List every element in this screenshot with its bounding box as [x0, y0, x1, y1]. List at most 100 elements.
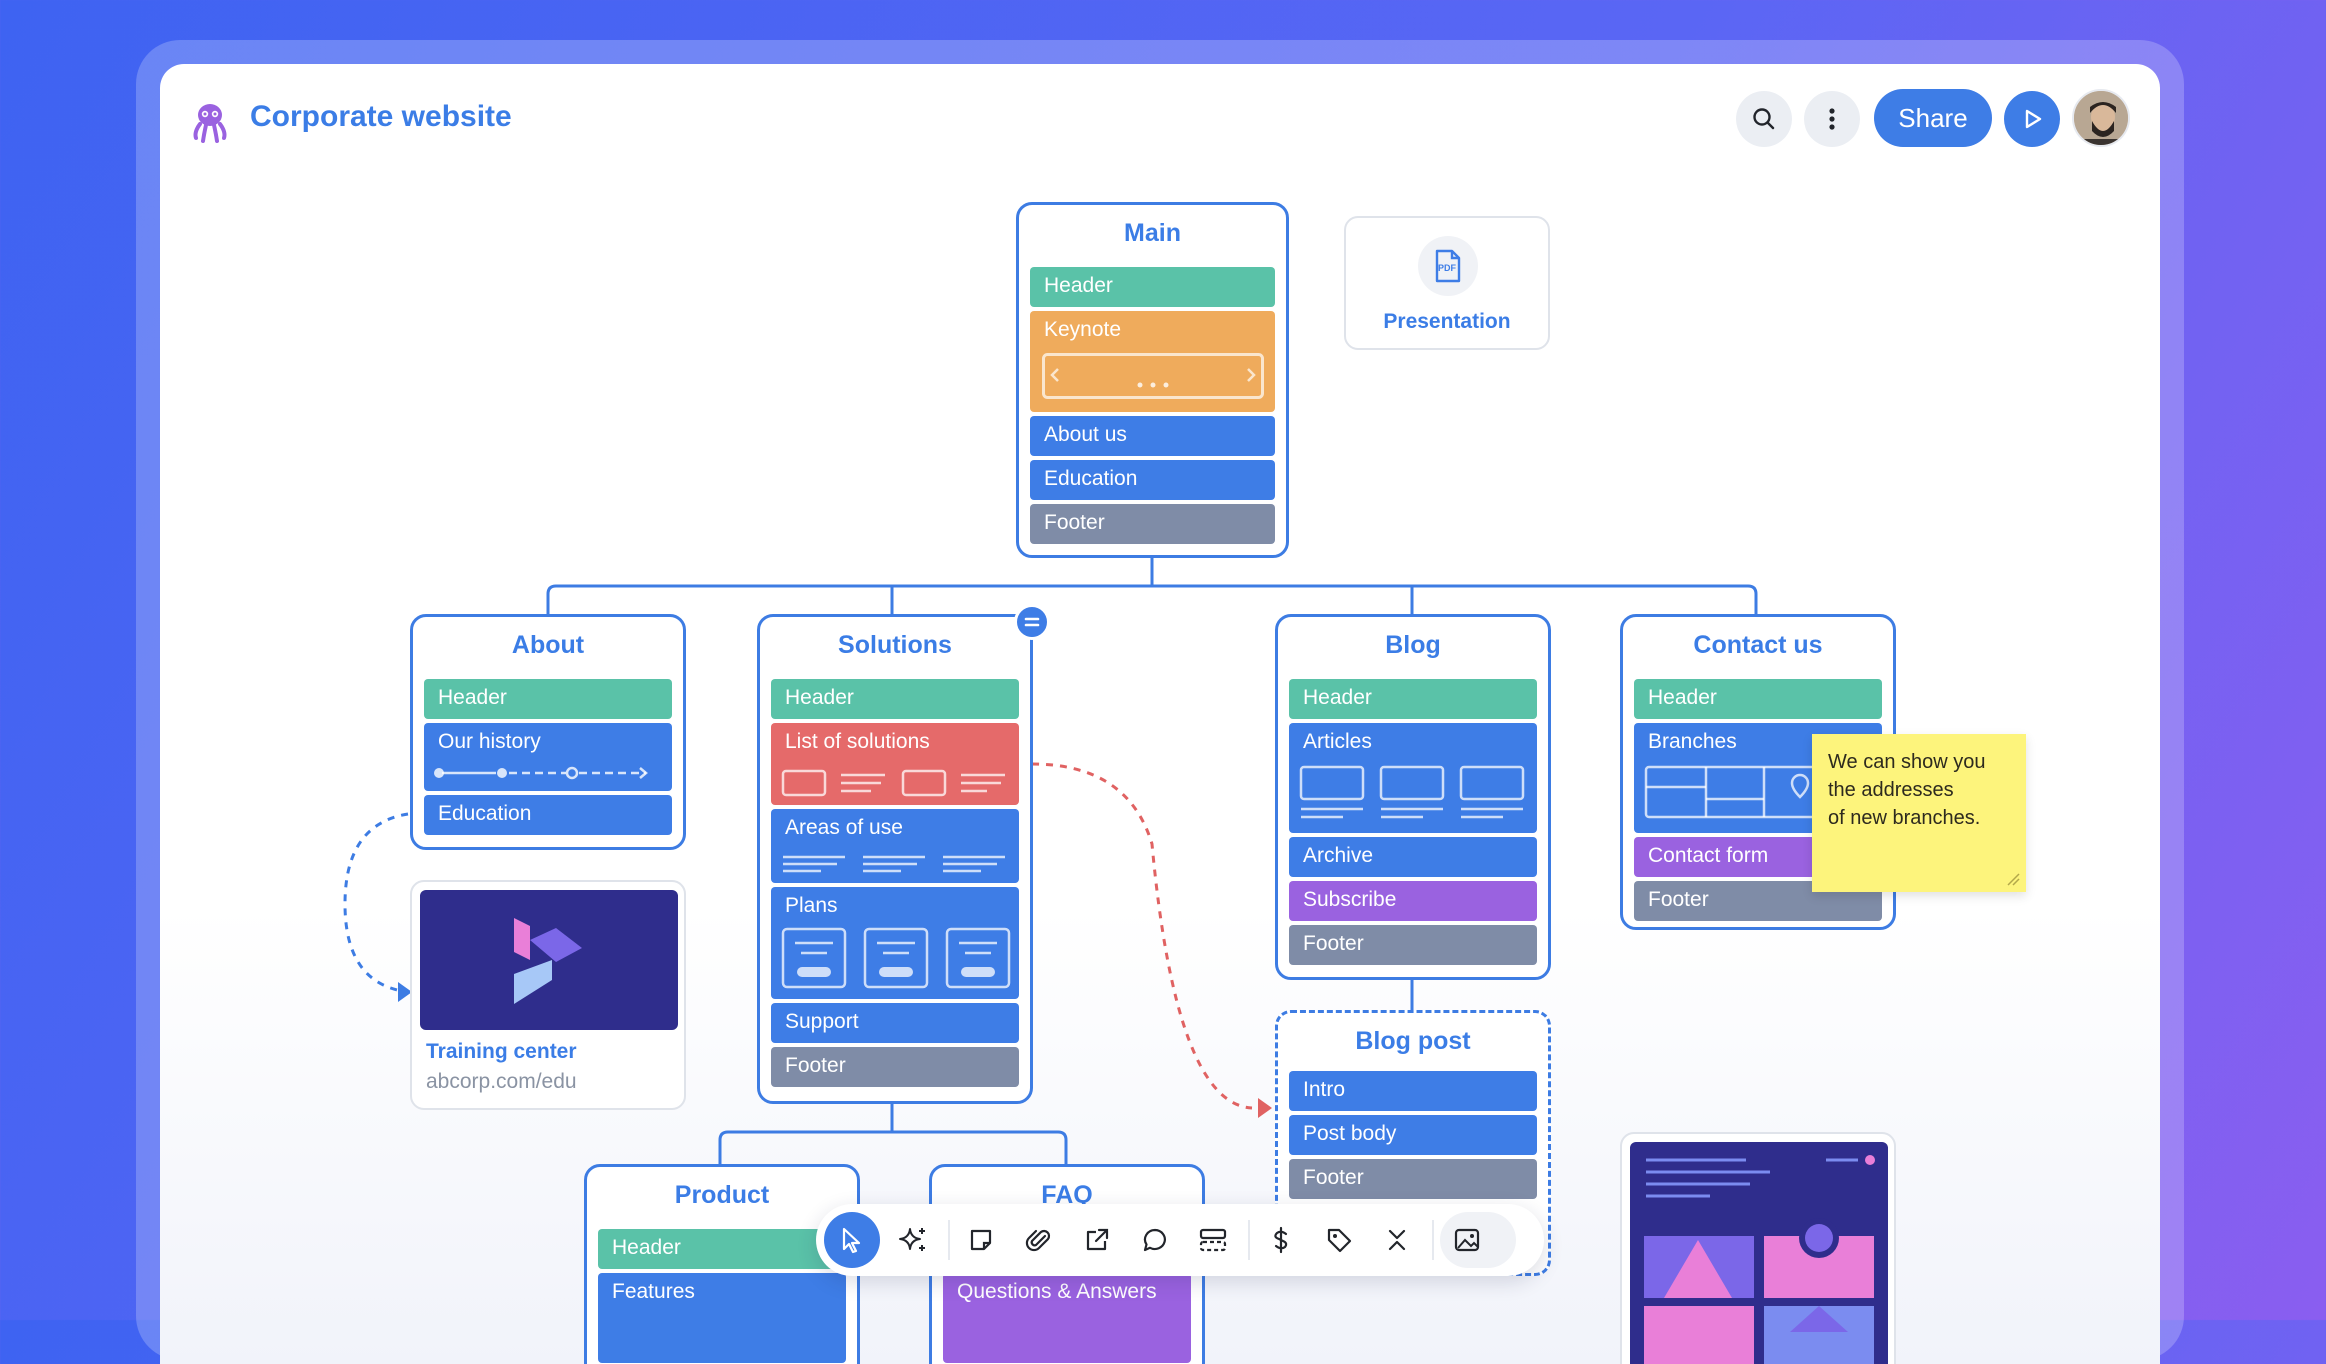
- block-subscribe[interactable]: Subscribe: [1289, 881, 1537, 921]
- block-header[interactable]: Header: [424, 679, 672, 719]
- carousel-icon: [1042, 353, 1264, 399]
- node-title: About: [511, 631, 585, 659]
- block-features[interactable]: Features: [598, 1273, 846, 1363]
- block-footer[interactable]: Footer: [1289, 925, 1537, 965]
- block-footer[interactable]: Footer: [1030, 504, 1275, 544]
- block-areas-of-use[interactable]: Areas of use: [771, 809, 1019, 883]
- block-about-us[interactable]: About us: [1030, 416, 1275, 456]
- block-label: Plans: [785, 894, 838, 917]
- page-title: Corporate website: [250, 100, 512, 133]
- share-button[interactable]: Share: [1874, 89, 1992, 147]
- sparkle-icon: [899, 1228, 925, 1251]
- illustration-image: [1630, 1142, 1888, 1364]
- cursor-icon: [842, 1227, 861, 1254]
- block-footer[interactable]: Footer: [771, 1047, 1019, 1087]
- node-main[interactable]: Main Header Keynote About us Education F…: [1016, 202, 1289, 558]
- pdf-badge: PDF: [1438, 263, 1456, 273]
- attachment-tool-button[interactable]: [1014, 1212, 1064, 1268]
- block-header[interactable]: Header: [1634, 679, 1882, 719]
- block-post-body[interactable]: Post body: [1289, 1115, 1537, 1155]
- vertical-dots-icon: [1829, 108, 1835, 130]
- bottom-toolbar: [816, 1204, 1544, 1276]
- map-icon: [1644, 765, 1876, 819]
- node-title: Product: [674, 1181, 770, 1209]
- node-title: Blog post: [1355, 1027, 1471, 1055]
- comment-badge[interactable]: [1014, 604, 1050, 640]
- block-header[interactable]: Header: [1289, 679, 1537, 719]
- card-url[interactable]: abcorp.com/edu: [426, 1070, 577, 1093]
- more-options-button[interactable]: [1804, 91, 1860, 147]
- comment-lines-icon: [1024, 617, 1040, 627]
- search-button[interactable]: [1736, 91, 1792, 147]
- block-footer[interactable]: Footer: [1289, 1159, 1537, 1199]
- block-header[interactable]: Header: [1030, 267, 1275, 307]
- solution-cards-icon: [781, 769, 1005, 797]
- node-title: Main: [1124, 219, 1181, 247]
- block-keynote[interactable]: Keynote: [1030, 311, 1275, 412]
- node-about[interactable]: About Header Our history Education: [410, 614, 686, 850]
- toolbar-divider: [1432, 1220, 1434, 1260]
- text-columns-icon: [783, 855, 1005, 873]
- toolbar-divider: [948, 1220, 950, 1260]
- avatar[interactable]: [2072, 89, 2130, 147]
- sticky-note-tool-button[interactable]: [956, 1212, 1006, 1268]
- block-label: Our history: [438, 730, 541, 753]
- block-our-history[interactable]: Our history: [424, 723, 672, 791]
- node-solutions[interactable]: Solutions Header List of solutions Areas…: [757, 614, 1033, 1104]
- block-label: Areas of use: [785, 816, 903, 839]
- block-label: List of solutions: [785, 730, 930, 753]
- component-tool-button[interactable]: [1188, 1212, 1238, 1268]
- node-title: Solutions: [838, 631, 952, 659]
- comment-tool-button[interactable]: [1130, 1212, 1180, 1268]
- search-icon: [1753, 108, 1775, 130]
- block-articles[interactable]: Articles: [1289, 723, 1537, 833]
- training-center-card[interactable]: Training center abcorp.com/edu: [410, 880, 686, 1110]
- sticky-note-icon: [970, 1229, 992, 1251]
- block-education[interactable]: Education: [424, 795, 672, 835]
- image-tool-button[interactable]: [1440, 1212, 1516, 1268]
- block-label: Branches: [1648, 730, 1737, 753]
- note-line: the addresses: [1828, 779, 1954, 801]
- block-header[interactable]: Header: [771, 679, 1019, 719]
- pdf-icon: PDF: [1418, 236, 1478, 296]
- block-intro[interactable]: Intro: [1289, 1071, 1537, 1111]
- block-list-of-solutions[interactable]: List of solutions: [771, 723, 1019, 805]
- collapse-tool-button[interactable]: [1372, 1212, 1422, 1268]
- connector-lines: [343, 558, 1758, 1164]
- block-education[interactable]: Education: [1030, 460, 1275, 500]
- block-header[interactable]: Header: [598, 1229, 846, 1269]
- block-questions-answers[interactable]: Questions & Answers: [943, 1273, 1191, 1363]
- resize-handle-icon[interactable]: [2006, 872, 2020, 886]
- present-button[interactable]: [2004, 91, 2060, 147]
- node-title: Blog: [1385, 631, 1441, 659]
- block-label: Articles: [1303, 730, 1372, 753]
- node-product[interactable]: Product Header Features: [584, 1164, 860, 1364]
- tag-icon: [1327, 1228, 1352, 1253]
- block-label: Keynote: [1044, 318, 1122, 341]
- tag-tool-button[interactable]: [1314, 1212, 1364, 1268]
- sticky-note[interactable]: We can show you the addresses of new bra…: [1812, 734, 2026, 892]
- link-tool-button[interactable]: [1072, 1212, 1122, 1268]
- octopus-logo-icon: [192, 100, 228, 144]
- presentation-file-card[interactable]: PDF Presentation: [1344, 216, 1550, 350]
- blocks-stack-icon: [1199, 1228, 1227, 1252]
- block-plans[interactable]: Plans: [771, 887, 1019, 999]
- collapse-icon: [1388, 1229, 1406, 1251]
- card-title: Training center: [426, 1040, 577, 1063]
- ai-tool-button[interactable]: [888, 1212, 938, 1268]
- node-blog[interactable]: Blog Header Articles Archive Subscribe F…: [1275, 614, 1551, 980]
- note-line: of new branches.: [1828, 807, 1981, 829]
- note-line: We can show you: [1828, 751, 1986, 773]
- select-tool-button[interactable]: [824, 1212, 880, 1268]
- timeline-icon: [434, 766, 648, 780]
- block-archive[interactable]: Archive: [1289, 837, 1537, 877]
- app-window: Corporate website Share: [160, 64, 2160, 1364]
- paperclip-icon: [1025, 1229, 1051, 1252]
- block-support[interactable]: Support: [771, 1003, 1019, 1043]
- file-label: Presentation: [1383, 310, 1511, 333]
- image-icon: [1454, 1228, 1480, 1252]
- image-card[interactable]: [1620, 1132, 1896, 1364]
- external-link-icon: [1086, 1228, 1109, 1251]
- price-tool-button[interactable]: [1256, 1212, 1306, 1268]
- play-icon: [2025, 109, 2042, 129]
